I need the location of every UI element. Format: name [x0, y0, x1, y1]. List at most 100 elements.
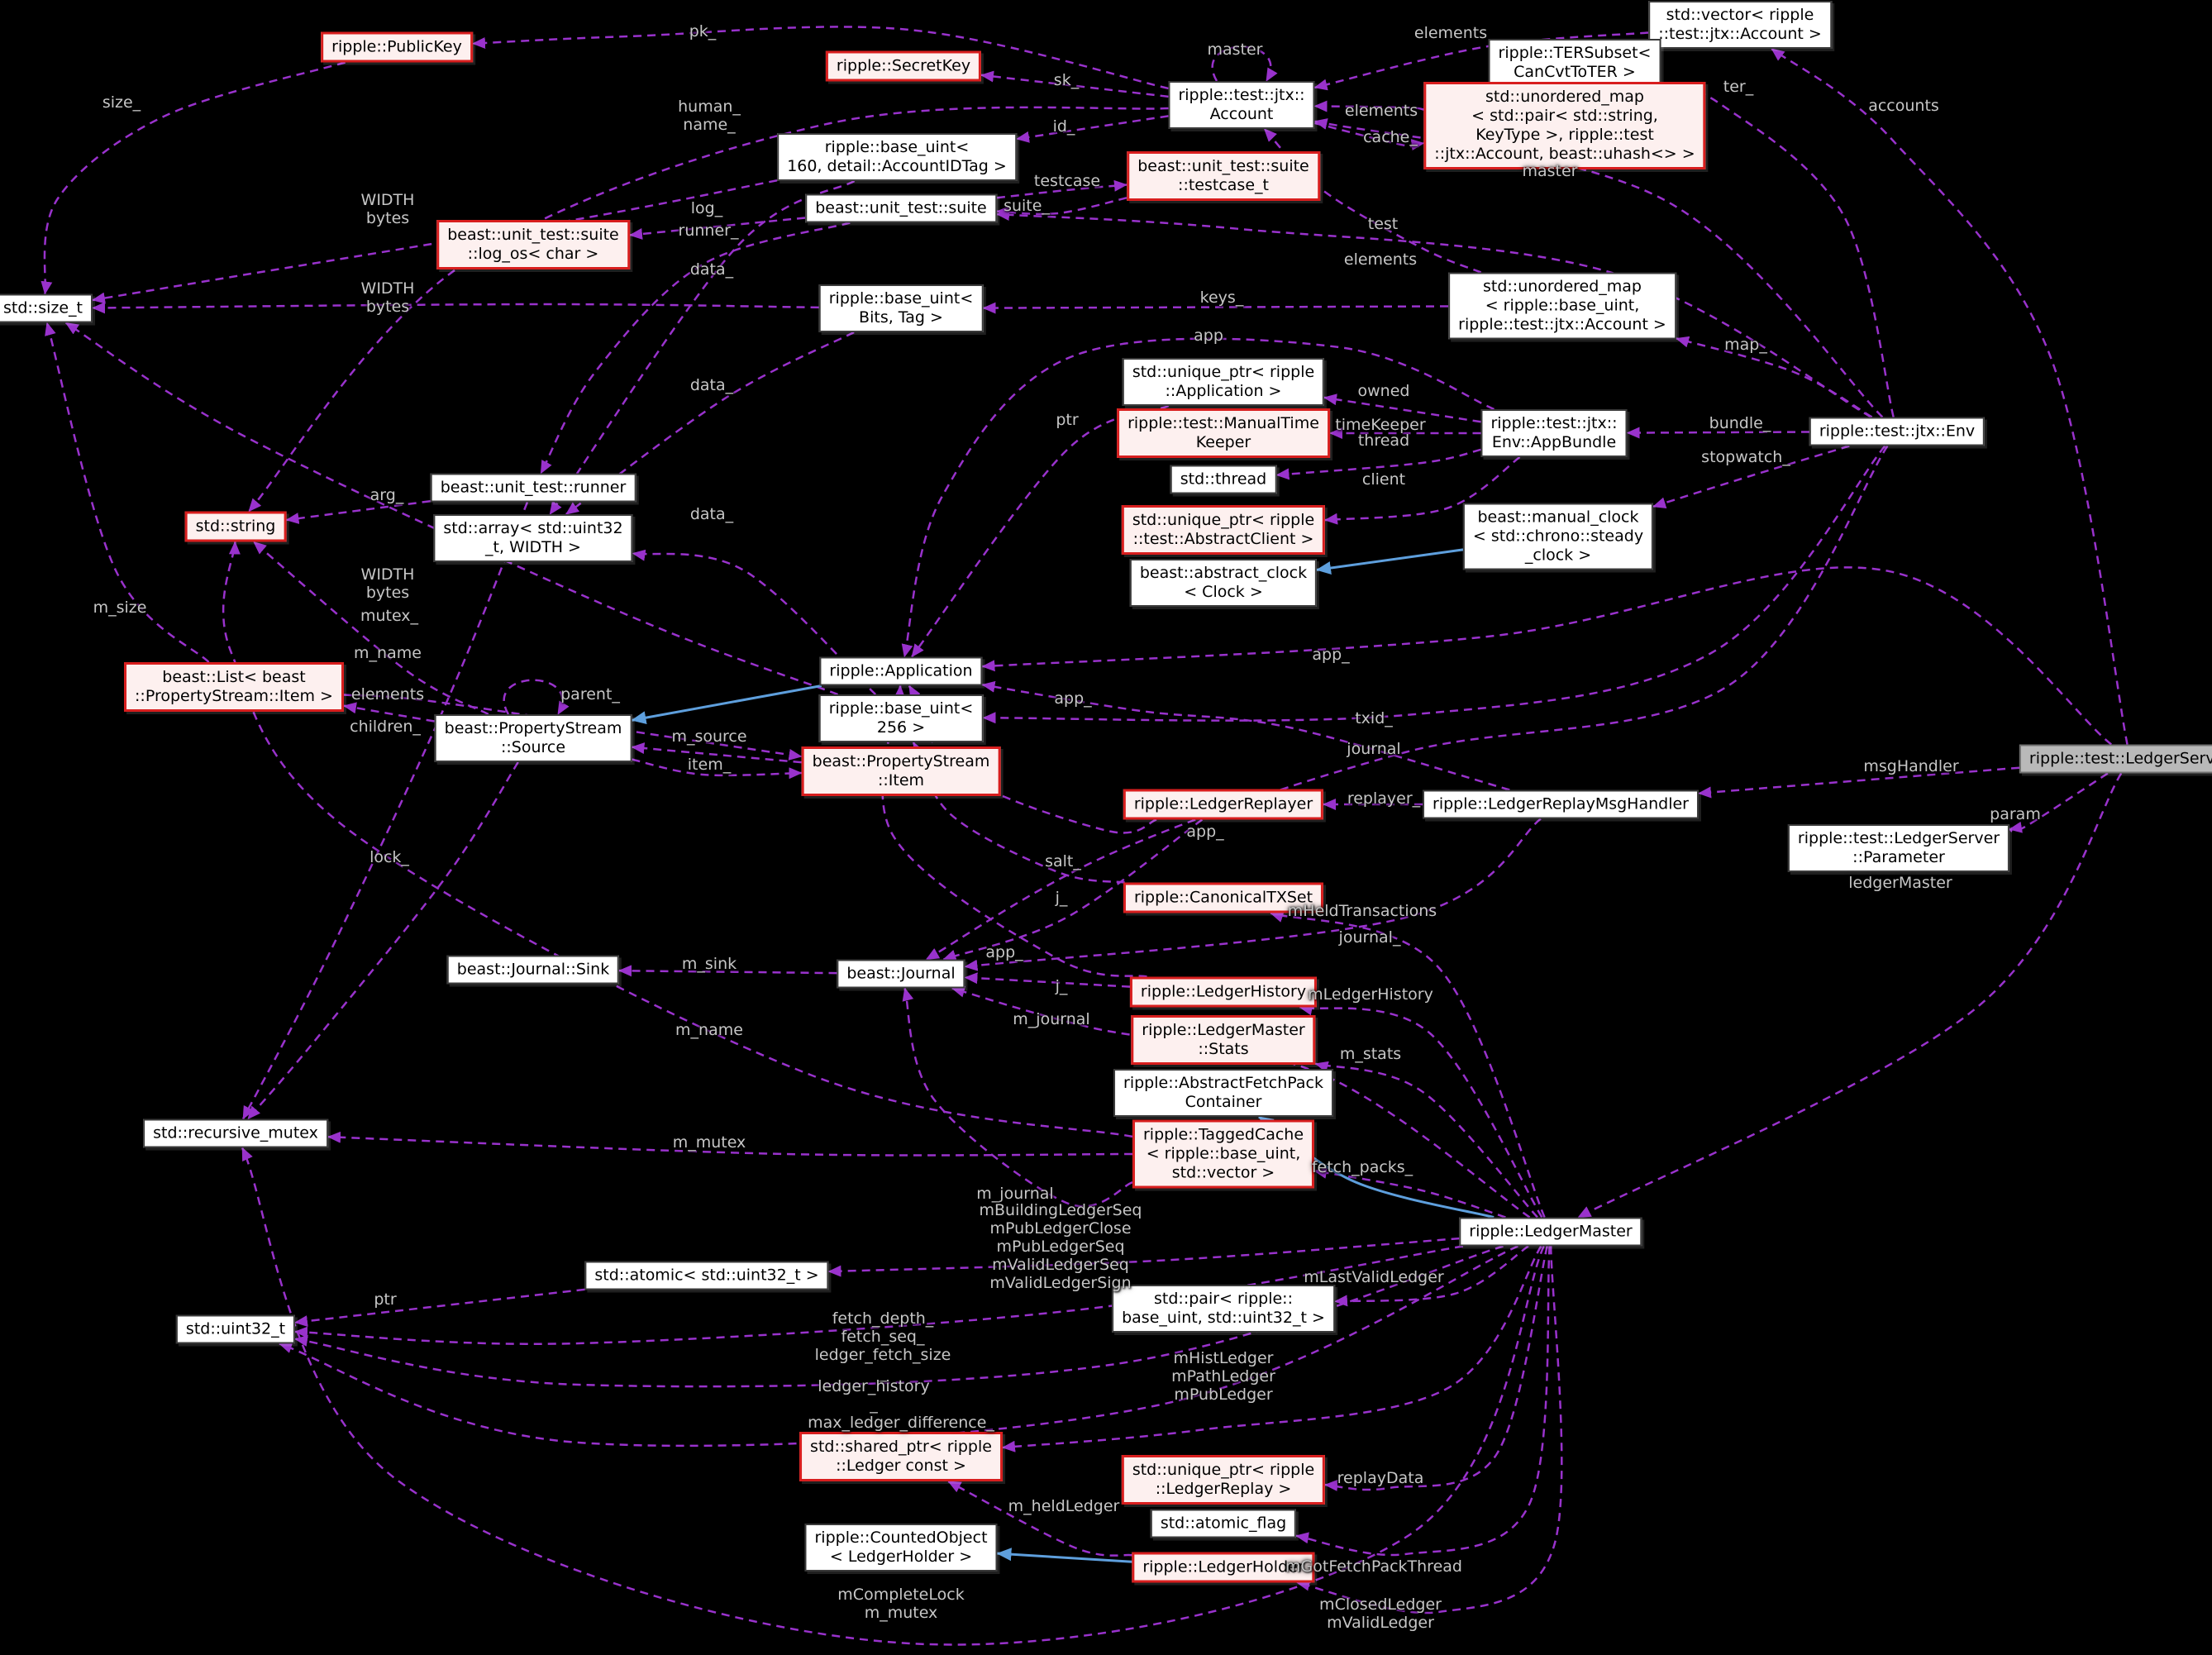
edge-label-ledger-replayer-ripple-application: app_: [1186, 823, 1224, 841]
node-std-atomic-flag[interactable]: std::atomic_flag: [1150, 1509, 1297, 1538]
usage-edge-jtx-account-jtx-account: [1211, 45, 1278, 82]
usage-edge-env-appbundle-std-thread: [1275, 448, 1481, 480]
usage-edge-unit-test-suite-log-os: [629, 217, 806, 240]
edge-label-ledger-server-ledger-replay-msghandler: msgHandler: [1863, 757, 1959, 775]
edge-label-ledger-master-shared-ptr-ledger: mHistLedger mPathLedger mPubLedger: [1171, 1349, 1275, 1404]
node-tagged-cache[interactable]: ripple::TaggedCache < ripple::base_uint,…: [1132, 1119, 1315, 1189]
edge-label-ledger-master-ledger-history: mLedgerHistory: [1308, 985, 1433, 1004]
node-ledger-holder[interactable]: ripple::LedgerHolder: [1132, 1552, 1315, 1583]
node-std-size-t[interactable]: std::size_t: [0, 293, 93, 323]
node-std-atomic-uint32[interactable]: std::atomic< std::uint32_t >: [584, 1261, 829, 1290]
node-propertystream-source[interactable]: beast::PropertyStream ::Source: [434, 714, 632, 762]
node-beast-journal[interactable]: beast::Journal: [837, 959, 965, 989]
edge-label-ledger-server-ledger-master: ledgerMaster: [1848, 874, 1952, 892]
edge-label-base-uint-160-std-array: data_: [689, 260, 734, 279]
node-base-uint-bits[interactable]: ripple::base_uint< Bits, Tag >: [818, 284, 984, 332]
usage-edge-ledger-master-std-uint32: [294, 1245, 1504, 1388]
node-ripple-secretkey[interactable]: ripple::SecretKey: [825, 50, 982, 82]
node-manual-clock[interactable]: beast::manual_clock < std::chrono::stead…: [1462, 503, 1654, 570]
node-ledger-history[interactable]: ripple::LedgerHistory: [1129, 976, 1318, 1008]
node-beast-list[interactable]: beast::List< beast ::PropertyStream::Ite…: [124, 662, 344, 712]
usage-edge-std-vector-account-jtx-account: [1313, 31, 1649, 91]
node-std-pair[interactable]: std::pair< ripple:: base_uint, std::uint…: [1112, 1285, 1335, 1333]
node-counted-object[interactable]: ripple::CountedObject < LedgerHolder >: [804, 1524, 998, 1572]
usage-edge-jtx-env-unordered-map-baseuint: [1676, 336, 1873, 418]
edge-label-propertystream-source-std-string: m_name: [354, 644, 422, 662]
node-base-uint-160[interactable]: ripple::base_uint< 160, detail::AccountI…: [777, 133, 1017, 181]
node-testcase-t[interactable]: beast::unit_test::suite ::testcase_t: [1127, 151, 1320, 201]
node-std-thread[interactable]: std::thread: [1170, 465, 1277, 494]
node-jtx-env[interactable]: ripple::test::jtx::Env: [1809, 417, 1986, 446]
node-propertystream-item[interactable]: beast::PropertyStream ::Item: [801, 746, 1001, 796]
node-recursive-mutex[interactable]: std::recursive_mutex: [143, 1118, 328, 1148]
usage-edge-ledger-history-ripple-application: [881, 684, 1147, 978]
node-ledger-master[interactable]: ripple::LedgerMaster: [1459, 1217, 1642, 1247]
edge-label-jtx-account-ripple-secretkey: sk_: [1053, 71, 1080, 89]
edge-label-propertystream-source-beast-list: children_: [350, 718, 421, 736]
node-manual-time-keeper[interactable]: ripple::test::ManualTime Keeper: [1117, 408, 1330, 458]
usage-edge-testcase-t-unit-test-suite: [996, 197, 1127, 218]
usage-edge-propertystream-source-beast-list: [343, 702, 435, 723]
node-ledgerserver-parameter[interactable]: ripple::test::LedgerServer ::Parameter: [1787, 824, 2010, 872]
usage-edge-std-atomic-uint32-std-uint32: [294, 1288, 585, 1328]
edge-label-env-appbundle-unique-ptr-app: owned: [1357, 382, 1410, 400]
node-ripple-publickey[interactable]: ripple::PublicKey: [321, 31, 473, 63]
usage-edge-ledger-server-ledgerserver-parameter: [2009, 772, 2109, 833]
edge-label-ledger-server-std-vector-account: accounts: [1868, 97, 1939, 115]
node-abstract-fetchpack[interactable]: ripple::AbstractFetchPack Container: [1113, 1069, 1333, 1117]
node-std-array[interactable]: std::array< std::uint32 _t, WIDTH >: [433, 514, 633, 562]
edge-label-ledger-master-std-uint32: max_ledger_difference_: [808, 1414, 994, 1432]
edge-label-jtx-env-ripple-tersubset: ter_: [1723, 78, 1754, 96]
usage-edge-propertystream-item-propertystream-source: [631, 742, 802, 764]
edge-label-jtx-account-ripple-publickey: pk_: [689, 22, 717, 41]
node-std-vector-account[interactable]: std::vector< ripple ::test::jtx::Account…: [1648, 1, 1832, 49]
node-jtx-account[interactable]: ripple::test::jtx:: Account: [1168, 81, 1315, 129]
node-ripple-application[interactable]: ripple::Application: [819, 656, 983, 686]
node-ledgermaster-stats[interactable]: ripple::LedgerMaster ::Stats: [1131, 1015, 1316, 1065]
node-env-appbundle[interactable]: ripple::test::jtx:: Env::AppBundle: [1480, 409, 1628, 457]
usage-edge-base-uint-256-std-size-t: [64, 322, 839, 696]
edge-label-base-uint-bits-std-size-t: WIDTH bytes: [360, 279, 415, 316]
edge-label-ledger-replay-msghandler-ledger-replayer: replayer_: [1347, 789, 1421, 808]
usage-edge-env-appbundle-unique-ptr-abstractclient: [1324, 455, 1521, 525]
node-std-string[interactable]: std::string: [184, 511, 287, 542]
usage-edge-ledger-replay-msghandler-ripple-application: [981, 680, 1510, 791]
node-ledger-replayer[interactable]: ripple::LedgerReplayer: [1123, 789, 1324, 820]
node-unique-ptr-app[interactable]: std::unique_ptr< ripple ::Application >: [1122, 358, 1325, 406]
edge-label-beast-list-propertystream-item: elements: [350, 685, 425, 703]
node-unique-ptr-ledgerreplay[interactable]: std::unique_ptr< ripple ::LedgerReplay >: [1121, 1455, 1326, 1505]
node-unique-ptr-abstractclient[interactable]: std::unique_ptr< ripple ::test::Abstract…: [1121, 505, 1326, 555]
edge-label-tagged-cache-recursive-mutex: m_mutex: [672, 1133, 746, 1152]
usage-edge-jtx-env-jtx-account: [1313, 118, 1884, 418]
edge-label-ledger-master-canonical-txset: mHeldTransactions: [1287, 902, 1437, 920]
edge-label-propertystream-item-propertystream-source: m_source: [671, 727, 747, 746]
node-unordered-map-keytype[interactable]: std::unordered_map < std::pair< std::str…: [1423, 82, 1706, 169]
edge-label-propertystream-source-propertystream-source: parent_: [560, 685, 620, 703]
usage-edge-base-uint-256-std-array: [632, 549, 877, 695]
node-log-os[interactable]: beast::unit_test::suite ::log_os< char >: [436, 220, 630, 269]
node-ledger-replay-msghandler[interactable]: ripple::LedgerReplayMsgHandler: [1423, 789, 1699, 819]
node-ripple-tersubset[interactable]: ripple::TERSubset< CanCvtToTER >: [1488, 39, 1661, 87]
edge-label-base-uint-bits-std-array: data_: [689, 376, 734, 394]
node-std-uint32[interactable]: std::uint32_t: [175, 1314, 296, 1344]
usage-edge-base-uint-bits-std-size-t: [92, 302, 819, 314]
usage-edge-ripple-publickey-std-size-t: [41, 61, 346, 295]
usage-edge-ledger-server-ledger-master: [1577, 772, 2123, 1219]
usage-edge-unordered-map-keytype-jtx-account: [1313, 100, 1424, 112]
usage-edge-beast-journal-journal-sink: [618, 965, 837, 977]
edge-label-env-appbundle-std-thread: thread: [1357, 432, 1410, 450]
node-unordered-map-baseuint[interactable]: std::unordered_map < ripple::base_uint, …: [1448, 272, 1676, 340]
node-base-uint-256[interactable]: ripple::base_uint< 256 >: [818, 694, 984, 742]
edge-label-ledger-master-std-uint32: fetch_depth_ fetch_seq_ ledger_fetch_siz…: [814, 1309, 951, 1382]
usage-edge-unit-test-runner-recursive-mutex: [241, 502, 529, 1120]
node-abstract-clock[interactable]: beast::abstract_clock < Clock >: [1129, 559, 1318, 607]
node-shared-ptr-ledger[interactable]: std::shared_ptr< ripple ::Ledger const >: [799, 1432, 1003, 1481]
node-unit-test-suite[interactable]: beast::unit_test::suite: [805, 193, 997, 223]
edge-label-tagged-cache-std-string: m_name: [675, 1021, 743, 1039]
node-ledger-server[interactable]: ripple::test::LedgerServer: [2019, 744, 2212, 774]
node-unit-test-runner[interactable]: beast::unit_test::runner: [430, 473, 636, 503]
node-canonical-txset[interactable]: ripple::CanonicalTXSet: [1123, 882, 1324, 913]
node-journal-sink[interactable]: beast::Journal::Sink: [446, 955, 620, 985]
usage-edge-ledger-master-ledger-holder: [1296, 1246, 1563, 1614]
